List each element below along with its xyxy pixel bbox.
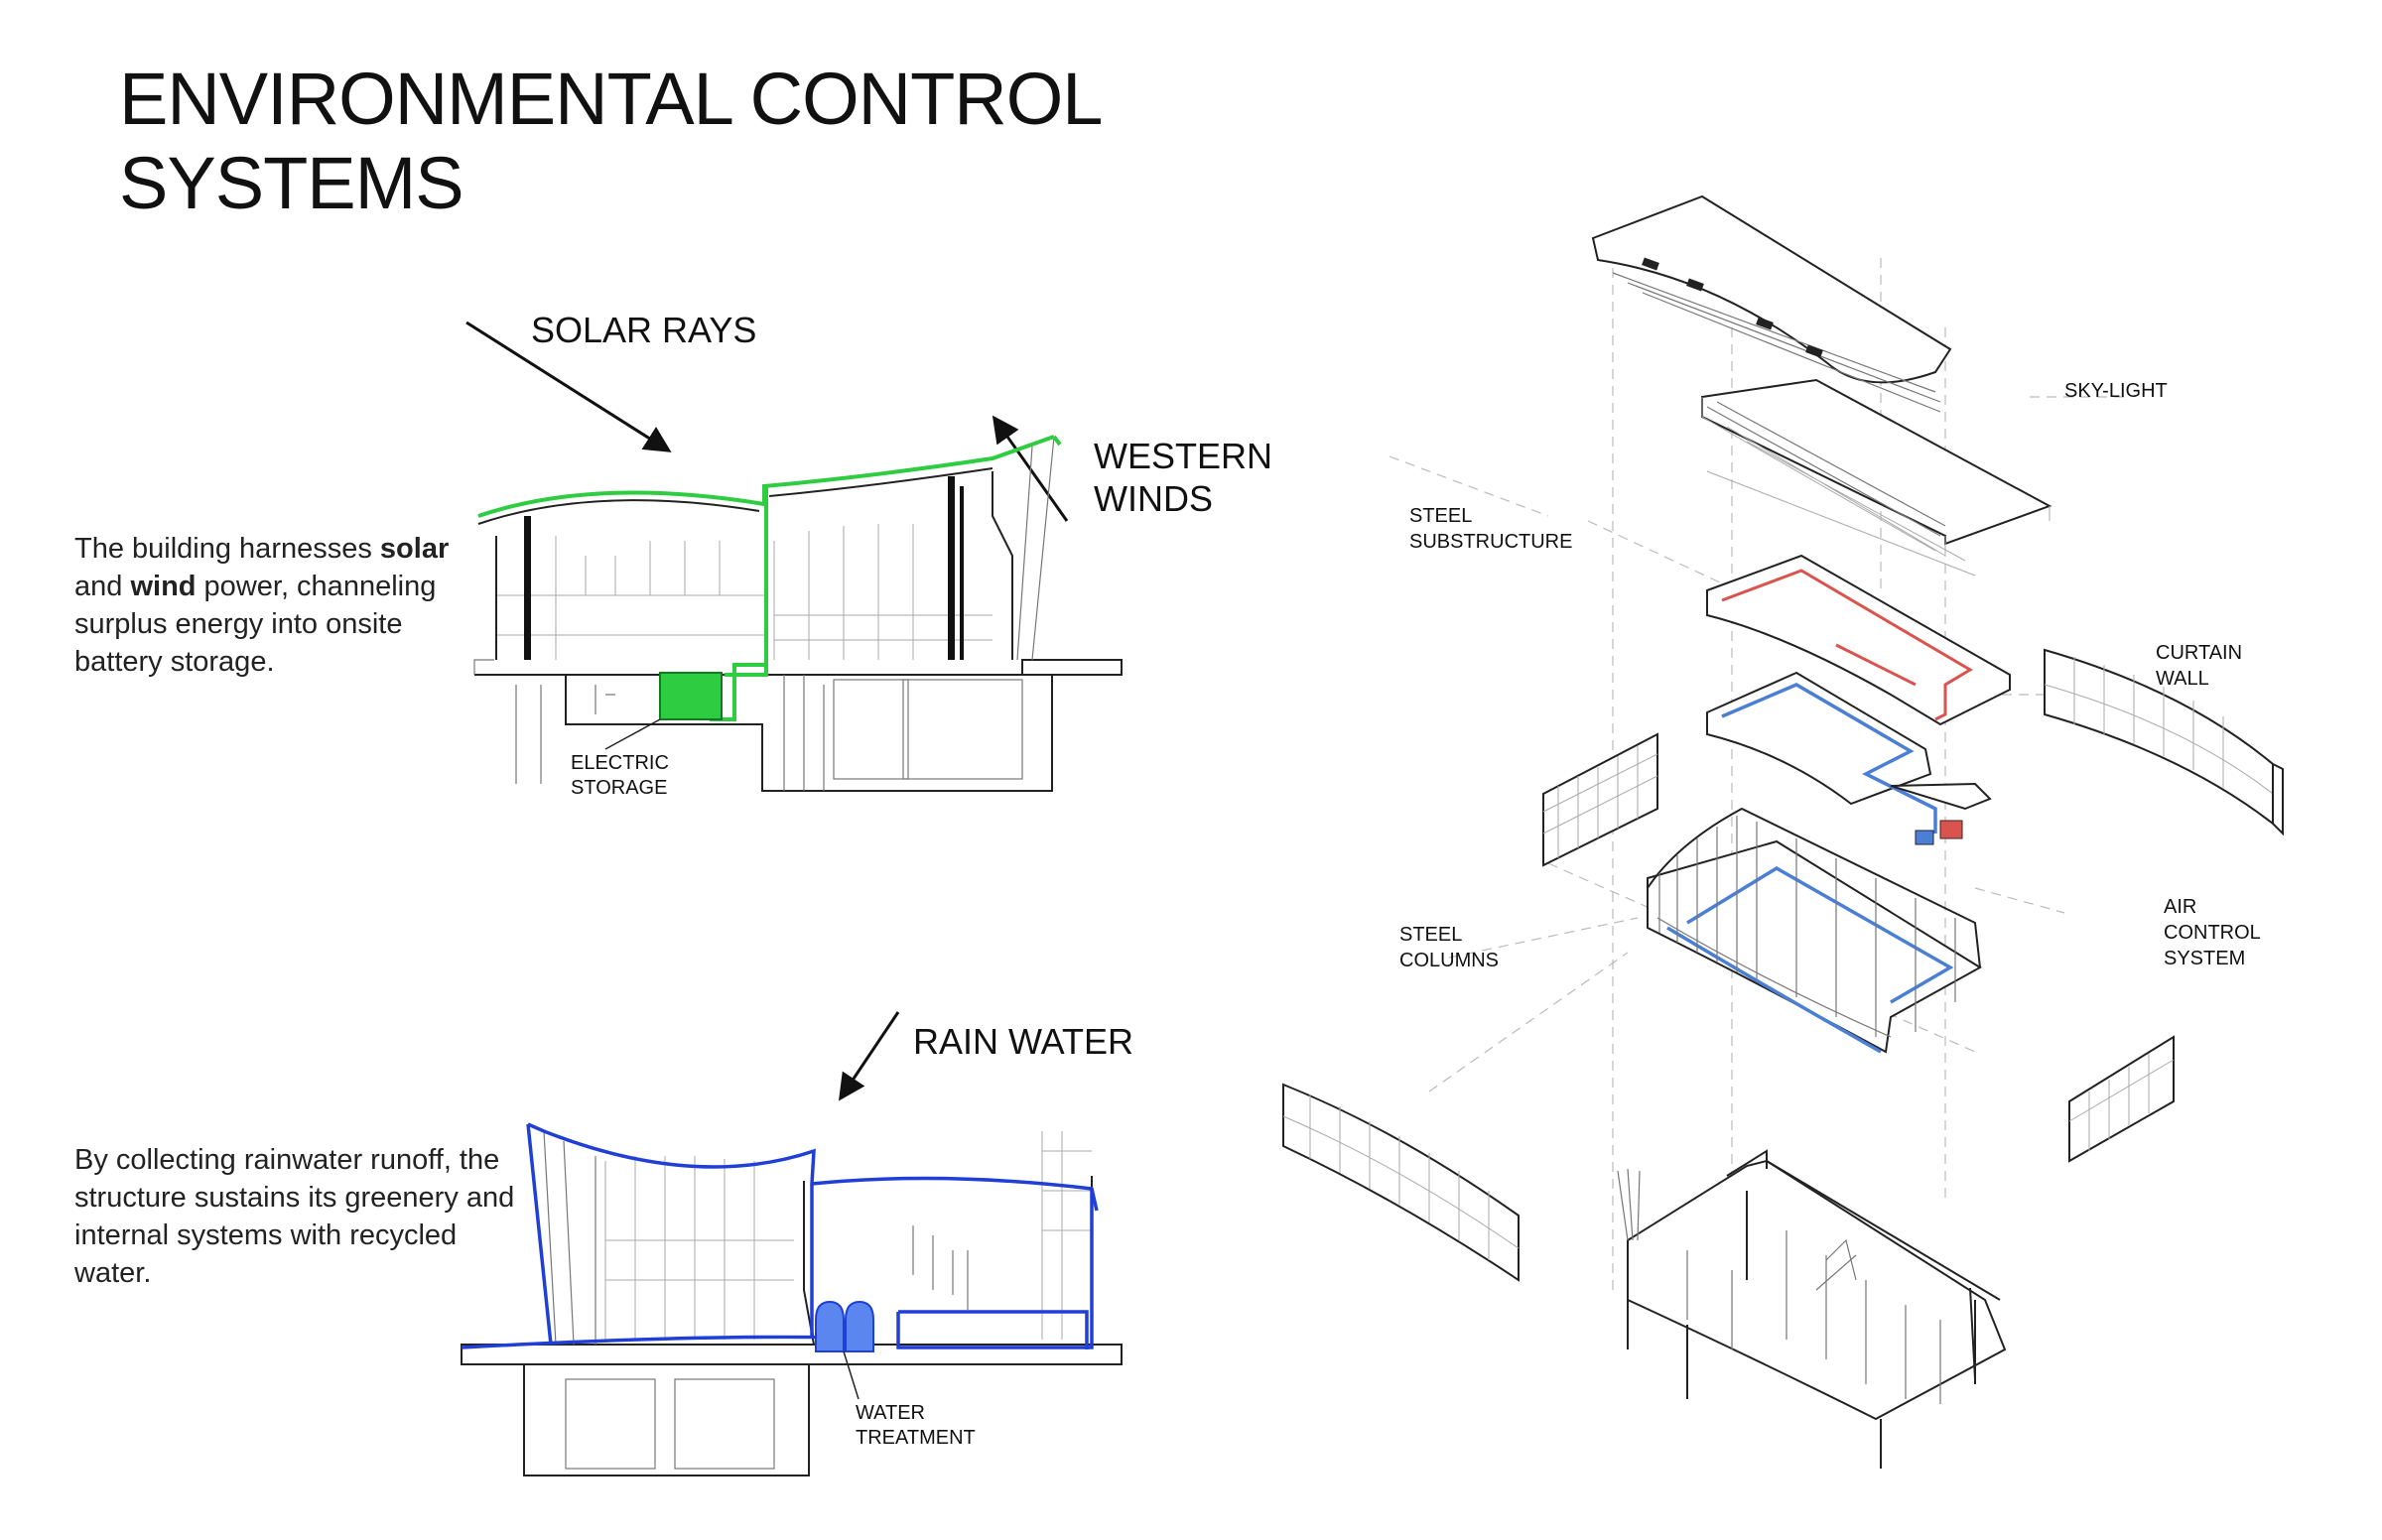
water-treatment-label-line-2: TREATMENT <box>856 1427 976 1449</box>
skylight-label: SKY-LIGHT <box>2064 380 2168 402</box>
western-winds-arrow <box>992 415 1069 522</box>
energy-roof-path <box>477 435 1062 677</box>
skylight <box>1756 317 1774 330</box>
solar-rays-arrow <box>465 321 672 452</box>
supply-duct <box>1721 683 1937 834</box>
western-winds-label-line-1: WESTERN <box>1094 436 1272 476</box>
water-treatment-tank-2 <box>845 1300 874 1352</box>
air-control-label-line-3: SYSTEM <box>2164 948 2245 969</box>
air-control-label-line-2: CONTROL <box>2164 922 2261 944</box>
page-title-line-1: ENVIRONMENTAL CONTROL <box>119 58 1102 140</box>
steel-columns-layer <box>1647 807 1982 1054</box>
curtain-wall-label-line-2: WALL <box>2156 668 2209 690</box>
energy-section: SOLAR RAYS WESTERN WINDS The building ha… <box>74 310 1272 799</box>
water-building-section <box>461 1122 1123 1476</box>
water-treatment-label-line-1: WATER <box>856 1402 925 1424</box>
steel-columns-label-line-1: STEEL <box>1399 924 1462 946</box>
western-winds-label-line-2: WINDS <box>1094 478 1213 519</box>
skylight <box>1686 278 1704 292</box>
exploded-axonometric: SKY-LIGHT STEEL SUBSTRUCTURE CURTAIN WAL… <box>1282 194 2284 1469</box>
steel-substructure-layer <box>1701 378 2052 577</box>
svg-text:water.: water. <box>73 1257 151 1289</box>
svg-text:structure sustains its greener: structure sustains its greenery and <box>74 1182 514 1214</box>
rain-water-label: RAIN WATER <box>913 1021 1133 1062</box>
return-duct <box>1721 569 1973 721</box>
svg-text:The building harnesses solar: The building harnesses solar <box>74 533 449 565</box>
energy-description: The building harnesses solar and wind po… <box>74 533 449 678</box>
water-section: RAIN WATER By collecting rainwater runof… <box>73 1011 1133 1476</box>
ground-floor-layer <box>1617 1149 2007 1469</box>
svg-text:By collecting rainwater runoff: By collecting rainwater runoff, the <box>74 1144 499 1176</box>
air-handler-blue <box>1915 830 1934 845</box>
svg-text:surplus energy into onsite: surplus energy into onsite <box>74 608 402 640</box>
rain-water-arrow <box>838 1011 900 1101</box>
steel-columns-label-line-2: COLUMNS <box>1399 950 1499 971</box>
page-title-line-2: SYSTEMS <box>119 142 463 224</box>
energy-building-section <box>473 435 1123 792</box>
water-description: By collecting rainwater runoff, the stru… <box>73 1144 514 1289</box>
steel-column <box>960 486 964 660</box>
electric-storage-label-line-1: ELECTRIC <box>571 752 669 774</box>
water-treatment-tank-1 <box>815 1300 845 1352</box>
floor-supply-duct <box>1666 865 1954 1054</box>
steel-substructure-label-line-2: SUBSTRUCTURE <box>1409 531 1572 553</box>
steel-column <box>524 516 531 660</box>
svg-text:and wind power, channeling: and wind power, channeling <box>74 571 436 602</box>
skylight <box>1642 257 1659 271</box>
air-control-label-line-1: AIR <box>2164 896 2196 918</box>
svg-text:internal systems with recycled: internal systems with recycled <box>74 1219 457 1251</box>
curtain-wall-label-line-1: CURTAIN <box>2156 642 2242 664</box>
air-supply-duct-layer <box>1706 671 1992 834</box>
air-return-duct-layer <box>1706 554 2011 726</box>
svg-text:battery storage.: battery storage. <box>74 646 275 678</box>
electric-storage-label-line-2: STORAGE <box>571 777 667 799</box>
curtain-wall-panels <box>1282 648 2284 1282</box>
roof-layer <box>1591 194 1952 413</box>
skylight <box>1805 344 1823 358</box>
steel-substructure-label-line-1: STEEL <box>1409 505 1472 527</box>
water-collection-path <box>461 1122 1099 1349</box>
steel-column <box>948 476 955 660</box>
electric-storage-box <box>659 672 723 720</box>
air-handler-red <box>1939 820 1963 839</box>
solar-rays-label: SOLAR RAYS <box>531 310 756 350</box>
